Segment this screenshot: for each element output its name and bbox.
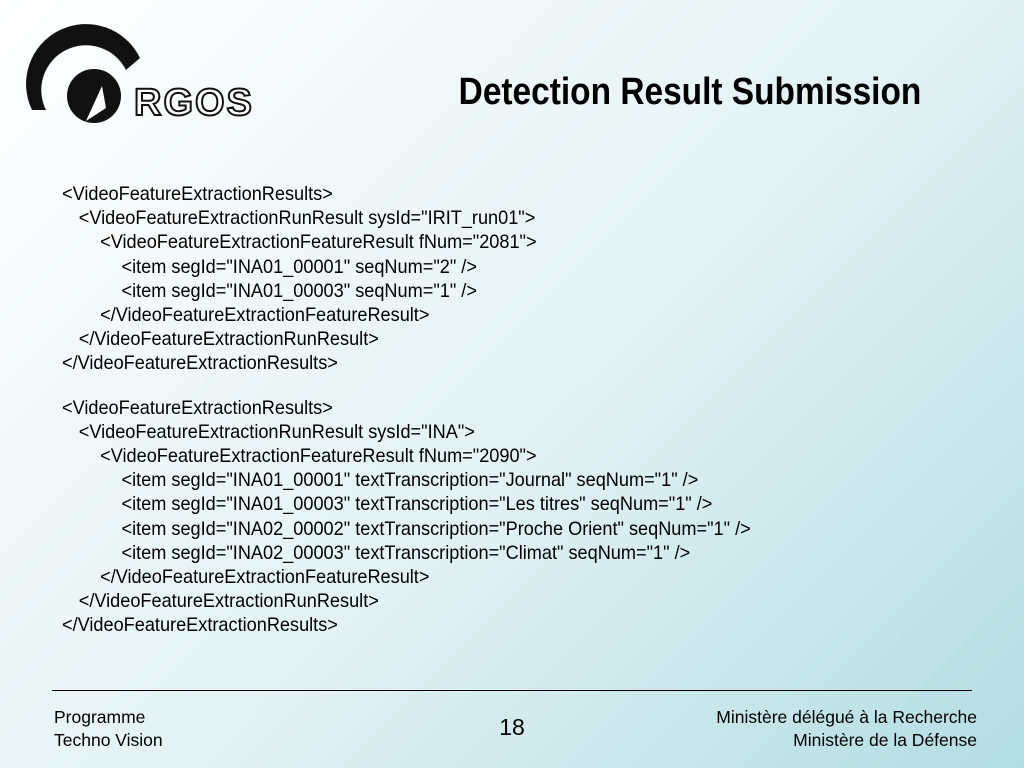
xml-block: <VideoFeatureExtractionResults><VideoFea… — [62, 182, 982, 376]
xml-line: <VideoFeatureExtractionResults> — [62, 396, 333, 419]
argos-logo: RGOS — [16, 18, 278, 128]
xml-line: <VideoFeatureExtractionRunResult sysId="… — [78, 420, 475, 443]
footer-right: Ministère délégué à la Recherche Ministè… — [716, 706, 977, 752]
slide-title: Detection Result Submission — [458, 71, 922, 113]
xml-block: <VideoFeatureExtractionResults><VideoFea… — [62, 396, 982, 638]
xml-line: <item segId="INA02_00002" textTranscript… — [121, 517, 751, 540]
footer-divider — [52, 690, 972, 691]
xml-line: </VideoFeatureExtractionFeatureResult> — [100, 304, 430, 327]
xml-line: <VideoFeatureExtractionFeatureResult fNu… — [100, 231, 537, 254]
footer-programme: Programme — [54, 707, 146, 727]
xml-content: <VideoFeatureExtractionResults><VideoFea… — [62, 182, 982, 638]
xml-line: <item segId="INA02_00003" textTranscript… — [121, 541, 691, 564]
footer-ministere-defense: Ministère de la Défense — [793, 730, 977, 750]
xml-line: </VideoFeatureExtractionFeatureResult> — [100, 566, 430, 589]
xml-line: <item segId="INA01_00001" textTranscript… — [121, 469, 699, 492]
footer-ministere-recherche: Ministère délégué à la Recherche — [716, 707, 977, 727]
argos-logo-mark — [26, 24, 140, 123]
xml-line: <VideoFeatureExtractionResults> — [62, 183, 333, 205]
xml-line: <item segId="INA01_00003" seqNum="1" /> — [121, 279, 477, 302]
xml-line: </VideoFeatureExtractionRunResult> — [78, 328, 379, 351]
page-number: 18 — [499, 714, 525, 740]
logo-text: RGOS — [133, 82, 254, 124]
xml-line: </VideoFeatureExtractionResults> — [62, 614, 338, 637]
xml-line: <VideoFeatureExtractionFeatureResult fNu… — [100, 445, 537, 468]
xml-line: </VideoFeatureExtractionRunResult> — [78, 590, 379, 613]
footer-techno-vision: Techno Vision — [54, 730, 163, 750]
xml-line: <item segId="INA01_00001" seqNum="2" /> — [121, 255, 477, 278]
xml-line: <VideoFeatureExtractionRunResult sysId="… — [78, 207, 536, 230]
xml-line: </VideoFeatureExtractionResults> — [62, 352, 338, 375]
footer-left: Programme Techno Vision — [54, 706, 163, 752]
xml-line: <item segId="INA01_00003" textTranscript… — [121, 493, 713, 516]
